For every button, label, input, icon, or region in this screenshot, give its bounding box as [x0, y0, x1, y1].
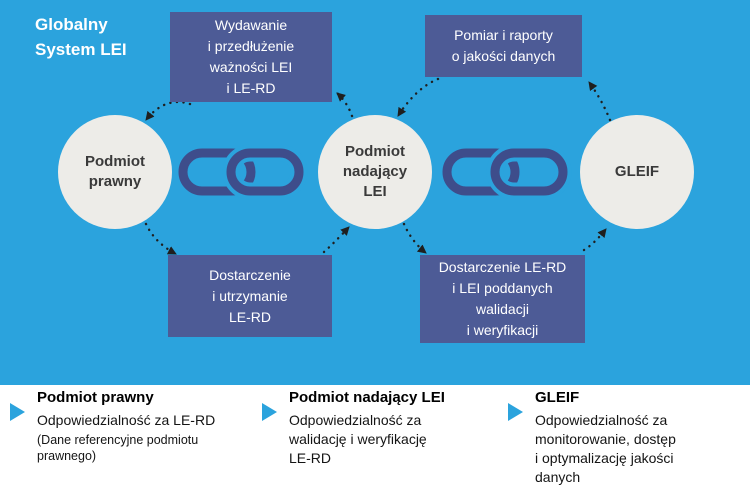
legend-title: Podmiot nadający LEI	[289, 389, 445, 406]
chain-link-icon-left	[178, 144, 308, 200]
play-triangle-icon	[10, 403, 25, 421]
legend-text: Podmiot prawny Odpowiedzialność za LE-RD…	[37, 388, 215, 464]
diagram-title: Globalny System LEI	[35, 15, 127, 59]
arrow-quality-box-to-issuer	[396, 77, 440, 118]
arrow-validated-box-to-gleif	[582, 227, 608, 252]
legend-note: (Dane referencyjne podmiotu prawnego)	[37, 432, 199, 464]
node-gleif: GLEIF	[580, 115, 694, 229]
arrow-lerd-box-to-issuer	[322, 225, 351, 254]
connectors-overlay	[144, 77, 612, 256]
legend-title: Podmiot prawny	[37, 389, 154, 406]
play-triangle-icon	[262, 403, 277, 421]
arrow-legal-entity-to-lerd-box	[144, 222, 178, 256]
flow-box-issuance: Wydawanie i przedłużenie ważności LEI i …	[170, 12, 332, 102]
arrow-issuance-box-to-legal-entity	[144, 100, 192, 122]
legend-item-lei-issuer: Podmiot nadający LEI Odpowiedzialność za…	[262, 388, 504, 468]
diagram-canvas: Globalny System LEI Wydawanie i przedłuż…	[0, 0, 750, 385]
flow-box-quality-reports: Pomiar i raporty o jakości danych	[425, 15, 582, 77]
legend-description: Odpowiedzialność za monitorowanie, dostę…	[535, 411, 676, 485]
legend-text: GLEIF Odpowiedzialność za monitorowanie,…	[535, 388, 676, 485]
flow-box-validated-data: Dostarczenie LE-RD i LEI poddanych walid…	[420, 255, 585, 343]
arrow-issuer-to-validated-box	[402, 222, 428, 255]
arrow-gleif-to-quality-box	[587, 80, 612, 122]
node-legal-entity: Podmiot prawny	[58, 115, 172, 229]
legend-text: Podmiot nadający LEI Odpowiedzialność za…	[289, 388, 445, 468]
chain-link-icon-right	[442, 144, 572, 200]
legend-item-legal-entity: Podmiot prawny Odpowiedzialność za LE-RD…	[10, 388, 260, 464]
flow-box-lerd-maintenance: Dostarczenie i utrzymanie LE-RD	[168, 255, 332, 337]
legend-description: Odpowiedzialność za LE-RD	[37, 411, 216, 428]
play-triangle-icon	[508, 403, 523, 421]
legend: Podmiot prawny Odpowiedzialność za LE-RD…	[0, 385, 750, 485]
legend-item-gleif: GLEIF Odpowiedzialność za monitorowanie,…	[508, 388, 748, 485]
legend-title: GLEIF	[535, 389, 580, 406]
node-lei-issuer: Podmiot nadający LEI	[318, 115, 432, 229]
arrow-issuer-to-issuance-box	[335, 91, 354, 118]
legend-description: Odpowiedzialność za walidację i weryfika…	[289, 411, 427, 467]
